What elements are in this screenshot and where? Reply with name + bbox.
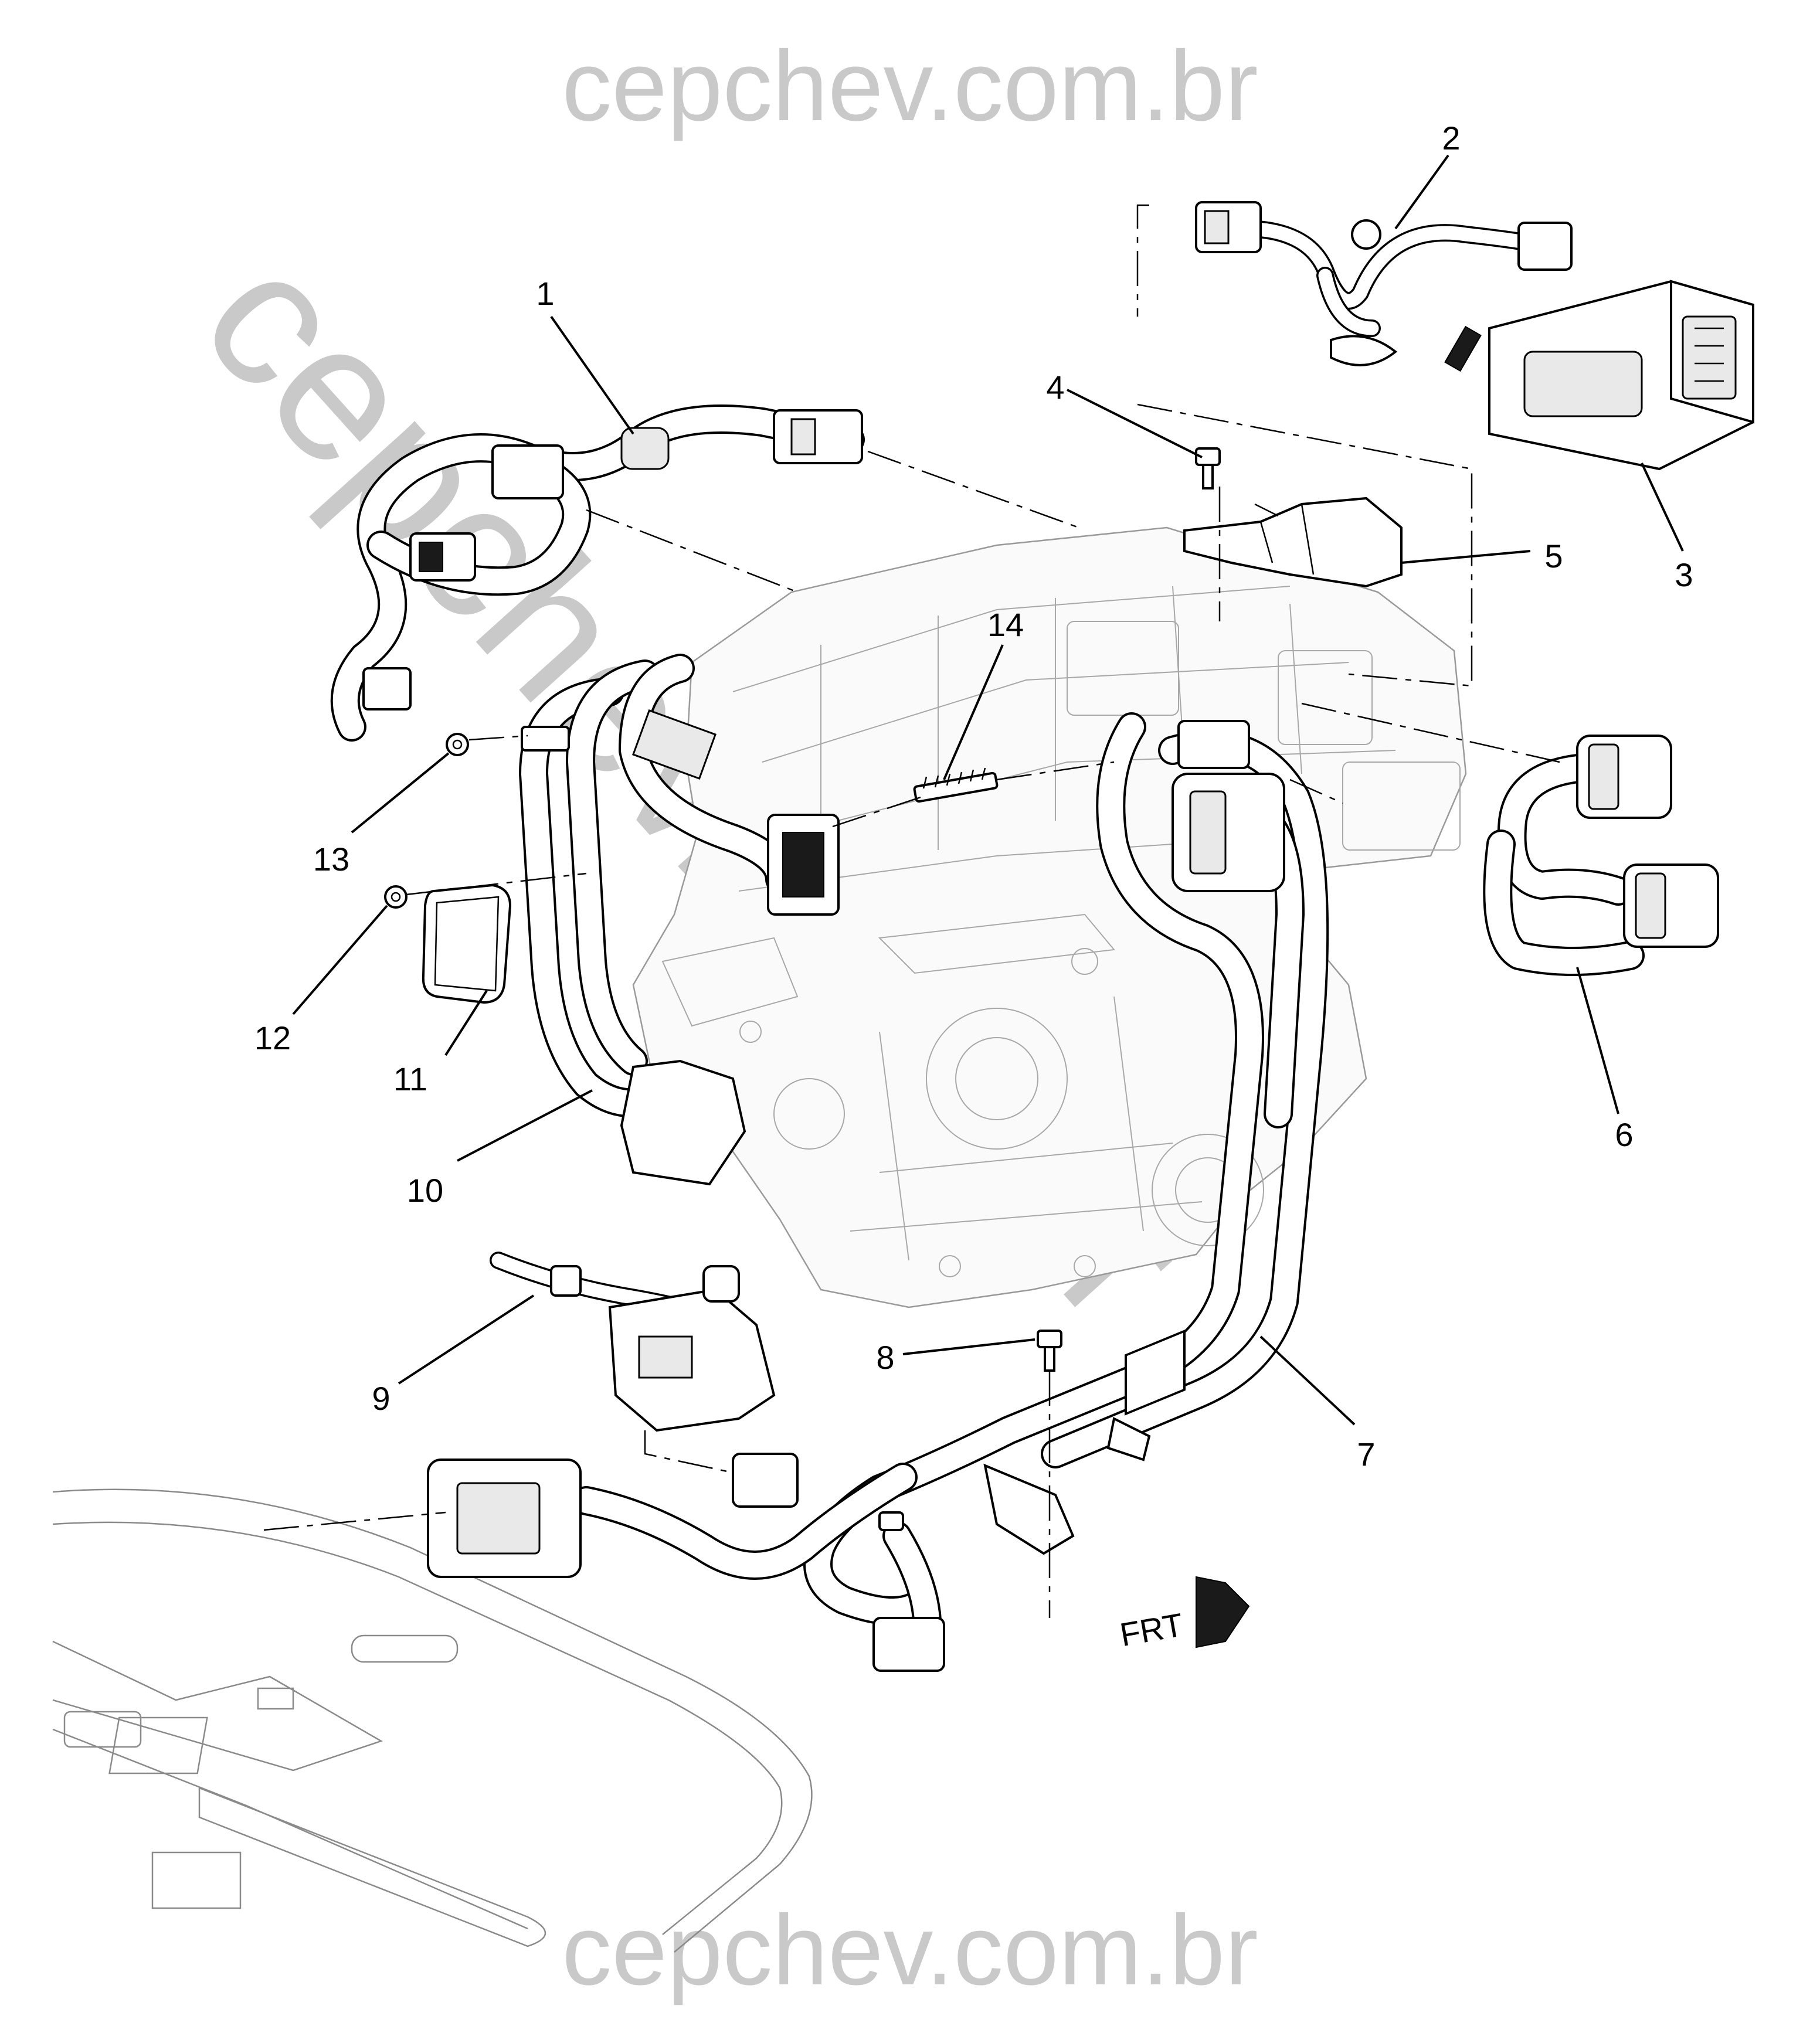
- alignment-lines: [263, 204, 1560, 1618]
- leader-lines: [292, 154, 1684, 1426]
- nut-12: [384, 885, 408, 909]
- callout-10: 10: [407, 1172, 443, 1209]
- harness-6: [1483, 735, 1719, 976]
- front-arrow-icon: [1196, 1576, 1250, 1648]
- cover-5: [1183, 497, 1403, 588]
- cover-11: [422, 883, 512, 1004]
- callout-4: 4: [1046, 369, 1064, 406]
- callout-12: 12: [254, 1019, 291, 1056]
- callout-14: 14: [987, 606, 1024, 643]
- callout-13: 13: [313, 841, 349, 878]
- callout-9: 9: [372, 1380, 390, 1417]
- bolt-8: [1037, 1330, 1062, 1372]
- callout-7: 7: [1357, 1436, 1375, 1473]
- callout-8: 8: [876, 1339, 894, 1376]
- control-module-3: [1444, 280, 1754, 471]
- drive-unit: [632, 526, 1467, 1308]
- callout-labels: 1 2 3 4 5 6 7 8 9 10 11 12 13 14: [254, 120, 1693, 1473]
- bolt-4: [1195, 447, 1221, 489]
- watermark-header: cepchev.com.br: [562, 30, 1258, 142]
- callout-1: 1: [536, 275, 554, 312]
- junction-block-9: [490, 1252, 776, 1432]
- battery-tray: [52, 1488, 813, 1953]
- harness-2: [1195, 201, 1573, 366]
- watermark-footer: cepchev.com.br: [562, 1895, 1258, 2006]
- nut-13: [446, 733, 469, 756]
- callout-11: 11: [393, 1060, 427, 1097]
- stud-14: [913, 767, 999, 803]
- module-10: [519, 654, 840, 1186]
- harness-1: [330, 404, 865, 742]
- callout-2: 2: [1442, 120, 1460, 157]
- front-direction-label: FRT: [1117, 1606, 1186, 1653]
- callout-6: 6: [1615, 1116, 1633, 1153]
- callout-3: 3: [1675, 556, 1693, 593]
- callout-5: 5: [1544, 538, 1563, 574]
